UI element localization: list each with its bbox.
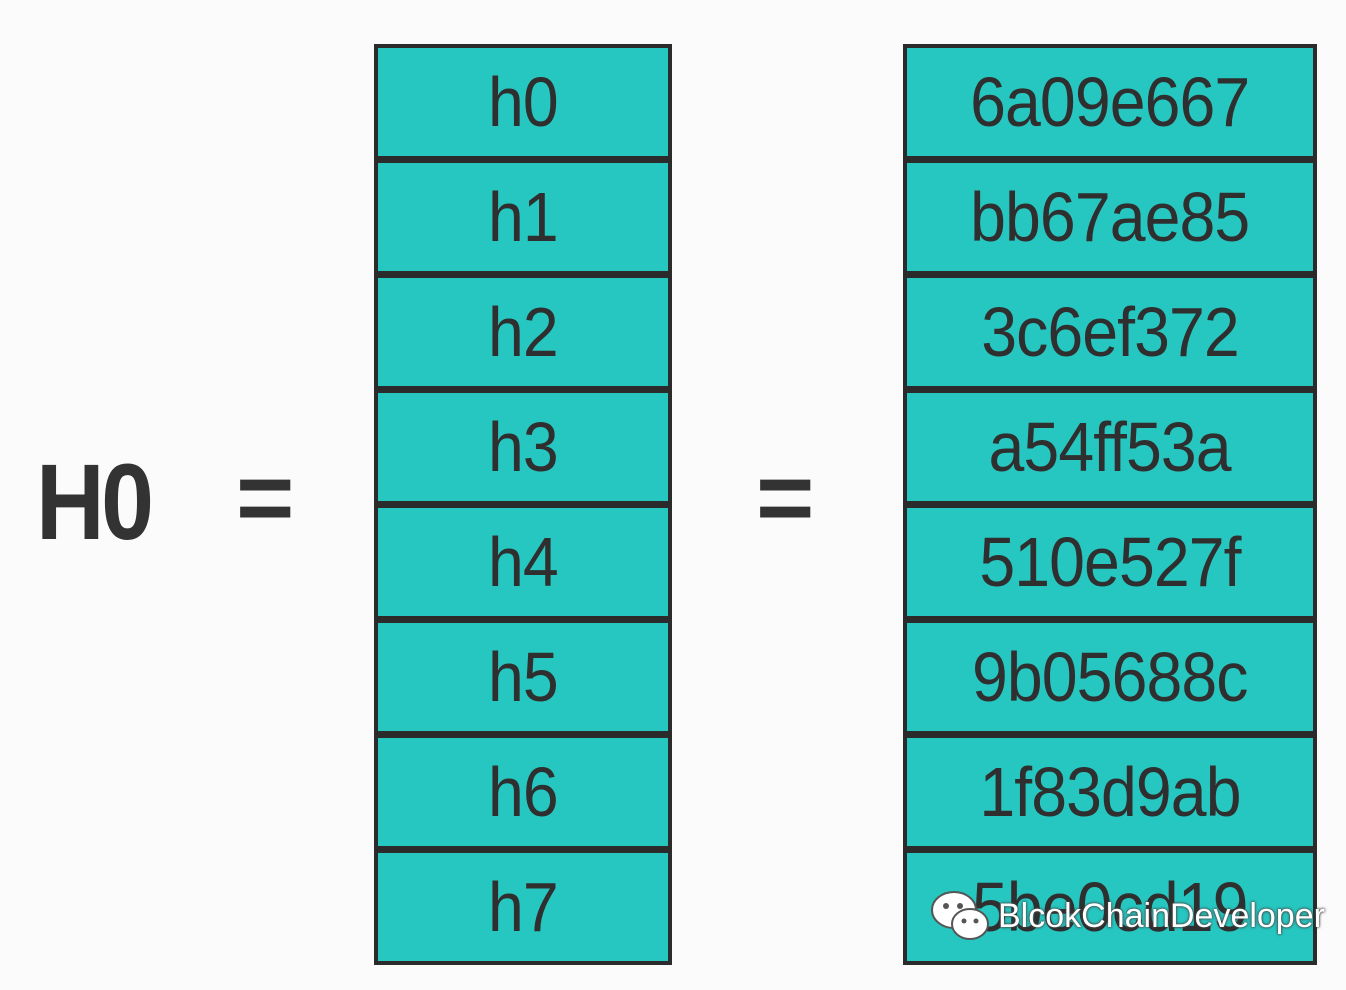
register-name-cell: h3 [374, 389, 672, 505]
hex-value-cell: 1f83d9ab [903, 734, 1317, 850]
register-name-cell: h2 [374, 274, 672, 390]
hex-value-cell: 9b05688c [903, 619, 1317, 735]
register-name-cell: h7 [374, 849, 672, 965]
equals-sign-2: = [756, 442, 815, 554]
hex-value-cell: 5be0cd19 [903, 849, 1317, 965]
hex-value-cell: bb67ae85 [903, 159, 1317, 275]
watermark: BlcokChainDeveloper [930, 888, 1325, 944]
register-name-cell: h0 [374, 44, 672, 160]
register-name-cell: h4 [374, 504, 672, 620]
register-name-cell: h6 [374, 734, 672, 850]
hex-value-cell: a54ff53a [903, 389, 1317, 505]
h0-label: H0 [36, 441, 154, 562]
hex-value-cell: 3c6ef372 [903, 274, 1317, 390]
register-name-cell: h5 [374, 619, 672, 735]
hex-value-cell: 6a09e667 [903, 44, 1317, 160]
register-names-column: h0 h1 h2 h3 h4 h5 h6 h7 [374, 44, 672, 965]
equals-sign-1: = [236, 442, 295, 554]
register-name-cell: h1 [374, 159, 672, 275]
wechat-icon [931, 891, 989, 940]
hex-value-cell: 510e527f [903, 504, 1317, 620]
hex-values-column: 6a09e667 bb67ae85 3c6ef372 a54ff53a 510e… [903, 44, 1317, 965]
watermark-text: BlcokChainDeveloper [998, 896, 1325, 935]
